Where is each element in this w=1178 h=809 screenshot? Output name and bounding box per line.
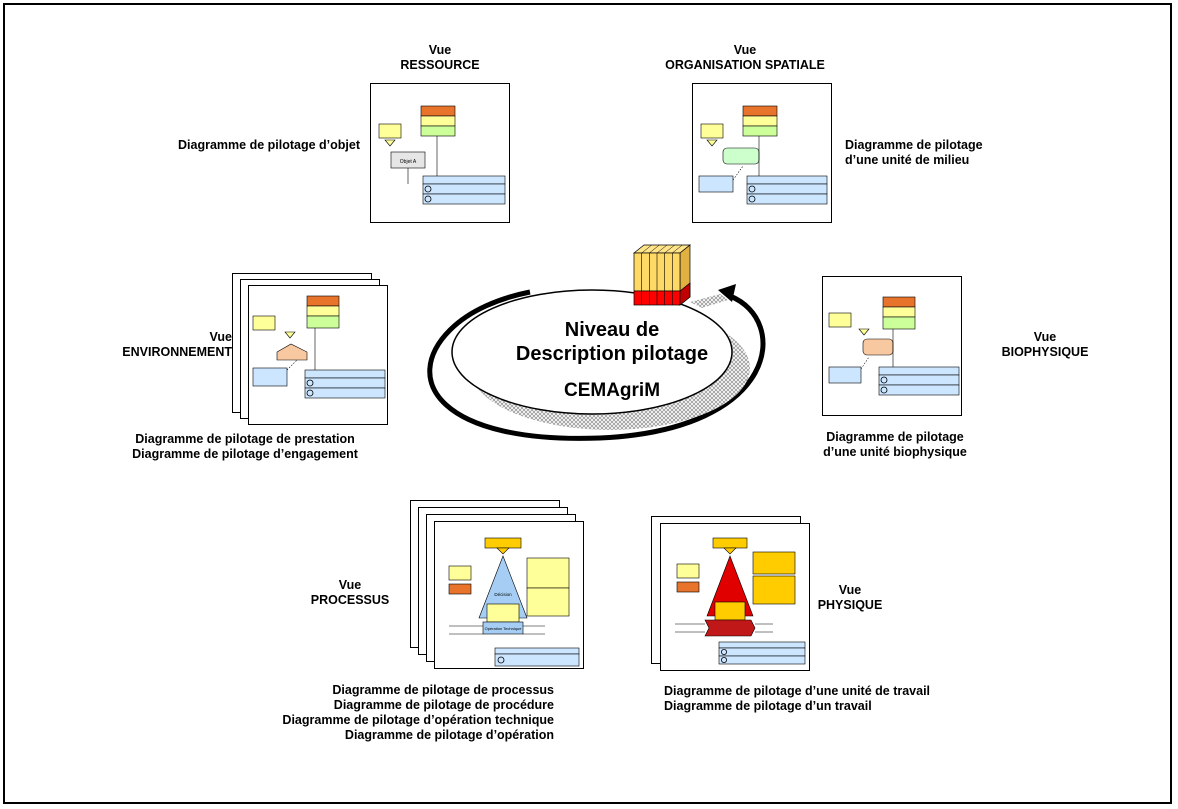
ressource-mini-diagram: Objet A xyxy=(378,105,506,205)
ressource-thumbnail: Objet A xyxy=(370,83,510,223)
cube-shadow xyxy=(690,294,728,308)
organisation-mini-diagram xyxy=(698,105,828,205)
environnement-diagram-label: Diagramme de pilotage de prestation Diag… xyxy=(132,432,358,461)
processus-thumbnail: Décision Opération Technique xyxy=(434,521,584,669)
processus-diagram-label: Diagramme de pilotage de processus Diagr… xyxy=(282,683,554,742)
biophysique-vue-label: Vue BIOPHYSIQUE xyxy=(1001,330,1089,359)
center-ring-graphic xyxy=(427,284,766,441)
processus-operation-text: Opération Technique xyxy=(485,626,523,631)
physique-diagram-label: Diagramme de pilotage d’une unité de tra… xyxy=(664,684,931,713)
center-brand: CEMAgriM xyxy=(563,380,661,401)
environnement-mini-diagram xyxy=(252,295,386,399)
cube-icon xyxy=(633,244,691,306)
physique-thumbnail xyxy=(660,523,810,671)
ressource-diagram-label: Diagramme de pilotage d’objet xyxy=(178,138,360,152)
organisation-diagram-label: Diagramme de pilotage d’une unité de mil… xyxy=(845,138,983,167)
ressource-objet-text: Objet A xyxy=(400,159,417,165)
central-ellipse xyxy=(451,289,733,415)
processus-mini-diagram: Décision Opération Technique xyxy=(448,537,580,667)
organisation-thumbnail xyxy=(692,83,832,223)
biophysique-mini-diagram xyxy=(828,296,960,396)
ressource-vue-label: Vue RESSOURCE xyxy=(400,43,480,72)
biophysique-thumbnail xyxy=(822,276,962,416)
center-title: Niveau de Description pilotage xyxy=(515,319,709,365)
environnement-thumbnail xyxy=(248,285,388,425)
processus-decision-text: Décision xyxy=(494,592,512,597)
processus-vue-label: Vue PROCESSUS xyxy=(310,578,390,607)
biophysique-diagram-label: Diagramme de pilotage d’une unité biophy… xyxy=(823,430,967,459)
cycle-arrow-arc xyxy=(427,289,766,441)
organisation-vue-label: Vue ORGANISATION SPATIALE xyxy=(665,43,825,72)
physique-vue-label: Vue PHYSIQUE xyxy=(817,583,883,612)
cycle-arrowhead xyxy=(718,284,736,302)
physique-mini-diagram xyxy=(675,537,806,665)
environnement-vue-label: Vue ENVIRONNEMENT xyxy=(122,330,232,359)
outer-frame xyxy=(3,3,1172,804)
